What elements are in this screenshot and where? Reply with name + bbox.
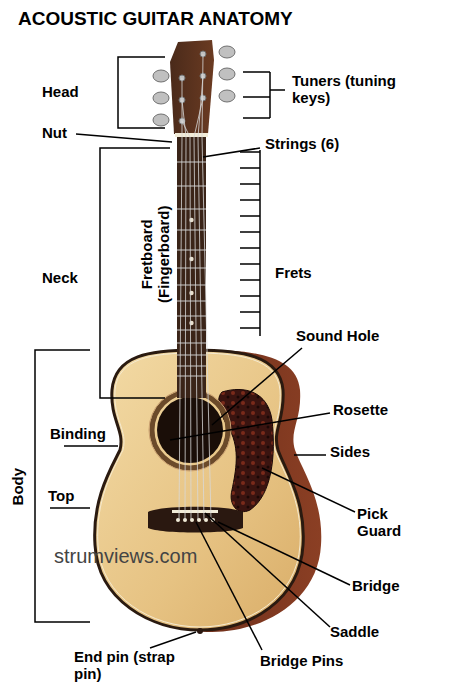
rosette — [152, 392, 228, 468]
tuners — [153, 46, 235, 126]
part-label: Strings (6) — [265, 135, 385, 152]
part-label: Bridge — [352, 577, 432, 594]
tuner-key — [153, 92, 169, 104]
tuner-key — [153, 114, 169, 126]
end-pin — [197, 628, 203, 634]
part-label: Binding — [50, 425, 130, 442]
leader-line — [262, 468, 355, 512]
leader-line — [76, 134, 172, 142]
leader-line — [170, 413, 330, 440]
leader-line — [64, 445, 118, 447]
part-label: Frets — [275, 264, 335, 281]
bridge-pins — [176, 518, 215, 522]
part-label: Nut — [42, 124, 92, 141]
tuner-key — [153, 70, 169, 82]
fret-marker — [189, 291, 193, 295]
part-label: Tuners (tuning keys) — [292, 72, 402, 107]
leader-line — [294, 454, 326, 456]
part-label: End pin (strap pin) — [74, 648, 194, 683]
part-label: Bridge Pins — [260, 652, 380, 669]
part-label: Sides — [330, 443, 410, 460]
part-label: Saddle — [330, 623, 410, 640]
watermark: strumviews.com — [54, 545, 254, 568]
frets-ruler — [240, 150, 260, 336]
leader-line — [212, 348, 302, 425]
nut — [175, 133, 208, 137]
diagram-title: ACOUSTIC GUITAR ANATOMY — [18, 8, 438, 30]
leader-line — [205, 513, 330, 627]
sound-hole — [157, 397, 223, 463]
head-bracket — [118, 57, 165, 128]
part-label: Sound Hole — [296, 327, 416, 344]
tuner-key — [219, 68, 235, 80]
leader-line — [203, 148, 260, 157]
part-label: Head — [42, 83, 102, 100]
leader-line — [196, 522, 262, 650]
part-label: Body — [9, 461, 26, 513]
rosette-ring — [149, 389, 231, 471]
part-label: Fretboard (Fingerboard) — [138, 194, 173, 314]
leader-line — [50, 507, 90, 509]
pick-guard — [219, 389, 274, 511]
leader-line — [150, 632, 196, 648]
tuners-bracket — [243, 72, 285, 118]
guitar-strings — [179, 54, 211, 520]
bridge-pin — [204, 518, 208, 522]
leader-line — [218, 522, 350, 585]
fret-marker — [189, 321, 193, 325]
headstock — [170, 40, 214, 134]
part-label: Pick Guard — [357, 505, 427, 540]
part-label: Top — [48, 487, 108, 504]
tuner-key — [219, 46, 235, 58]
tuner-key — [219, 90, 235, 102]
body-bracket — [35, 350, 90, 622]
part-label: Rosette — [333, 401, 433, 418]
bridge — [148, 507, 243, 533]
leader-lines — [50, 134, 355, 650]
part-label: Neck — [42, 269, 102, 286]
